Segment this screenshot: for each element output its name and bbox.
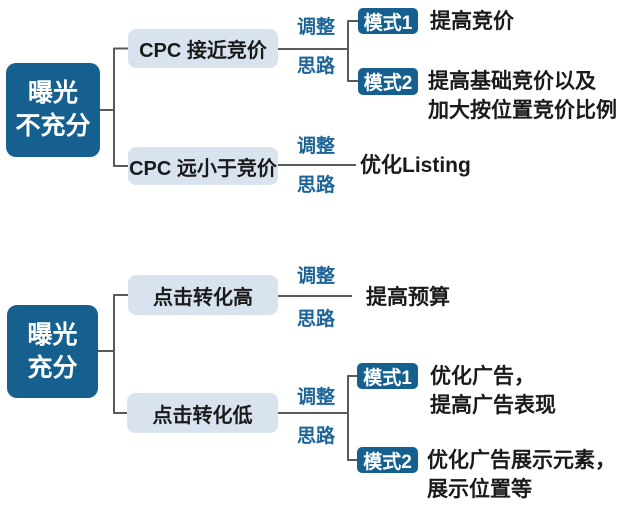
- mode2-text: 提高基础竞价以及 加大按位置竞价比例: [428, 67, 617, 125]
- adjust-idea-label-bottom: 思路: [296, 426, 335, 447]
- mode2-text: 优化广告展示元素， 展示位置等: [427, 446, 616, 504]
- mode1-text: 提高竞价: [430, 10, 514, 33]
- root-node-exposure-insufficient: 曝光 不充分: [6, 63, 100, 157]
- result-text-increase-budget: 提高预算: [366, 286, 450, 309]
- root-node-line1: 曝光: [27, 320, 78, 349]
- result-text-optimize-listing: 优化Listing: [360, 154, 471, 177]
- connector-branch1-bracket: [347, 20, 358, 82]
- adjust-idea-label-top: 调整: [296, 266, 335, 287]
- mode1-badge: 模式1: [357, 363, 418, 389]
- adjust-idea-label-bottom: 思路: [296, 175, 335, 196]
- mode2-text-line1: 提高基础竞价以及: [428, 70, 596, 93]
- mode2-badge: 模式2: [357, 447, 418, 473]
- mode1-text-line1: 优化广告，: [430, 365, 535, 388]
- adjust-idea-label-bottom: 思路: [296, 309, 335, 330]
- connector-root1-fork: [113, 47, 128, 167]
- root-node-exposure-sufficient: 曝光 充分: [7, 305, 98, 398]
- connector-root2-fork: [113, 294, 128, 414]
- mode2-text-line2: 展示位置等: [427, 478, 532, 501]
- root-node-line1: 曝光: [27, 79, 78, 107]
- mode1-text-line2: 提高广告表现: [430, 394, 556, 417]
- adjust-idea-label-top: 调整: [296, 17, 335, 38]
- condition-node-cpc-near-bid: CPC 接近竞价: [128, 29, 278, 68]
- condition-node-low-click-conversion: 点击转化低: [127, 393, 278, 433]
- root-node-line2: 不充分: [15, 112, 91, 140]
- root-node-line2: 充分: [27, 353, 78, 382]
- mode2-badge: 模式2: [358, 68, 418, 95]
- condition-node-cpc-far-below-bid: CPC 远小于竞价: [128, 147, 278, 185]
- mode2-text-line1: 优化广告展示元素，: [427, 449, 616, 472]
- mode1-text: 优化广告， 提高广告表现: [430, 362, 556, 420]
- adjust-idea-label-top: 调整: [296, 387, 335, 408]
- mode2-text-line2: 加大按位置竞价比例: [428, 99, 617, 122]
- adjust-idea-label-top: 调整: [296, 136, 335, 157]
- condition-node-high-click-conversion: 点击转化高: [128, 275, 278, 315]
- connector-branch4-bracket: [347, 375, 358, 461]
- adjust-idea-label-bottom: 思路: [296, 56, 335, 77]
- mode1-badge: 模式1: [358, 8, 418, 34]
